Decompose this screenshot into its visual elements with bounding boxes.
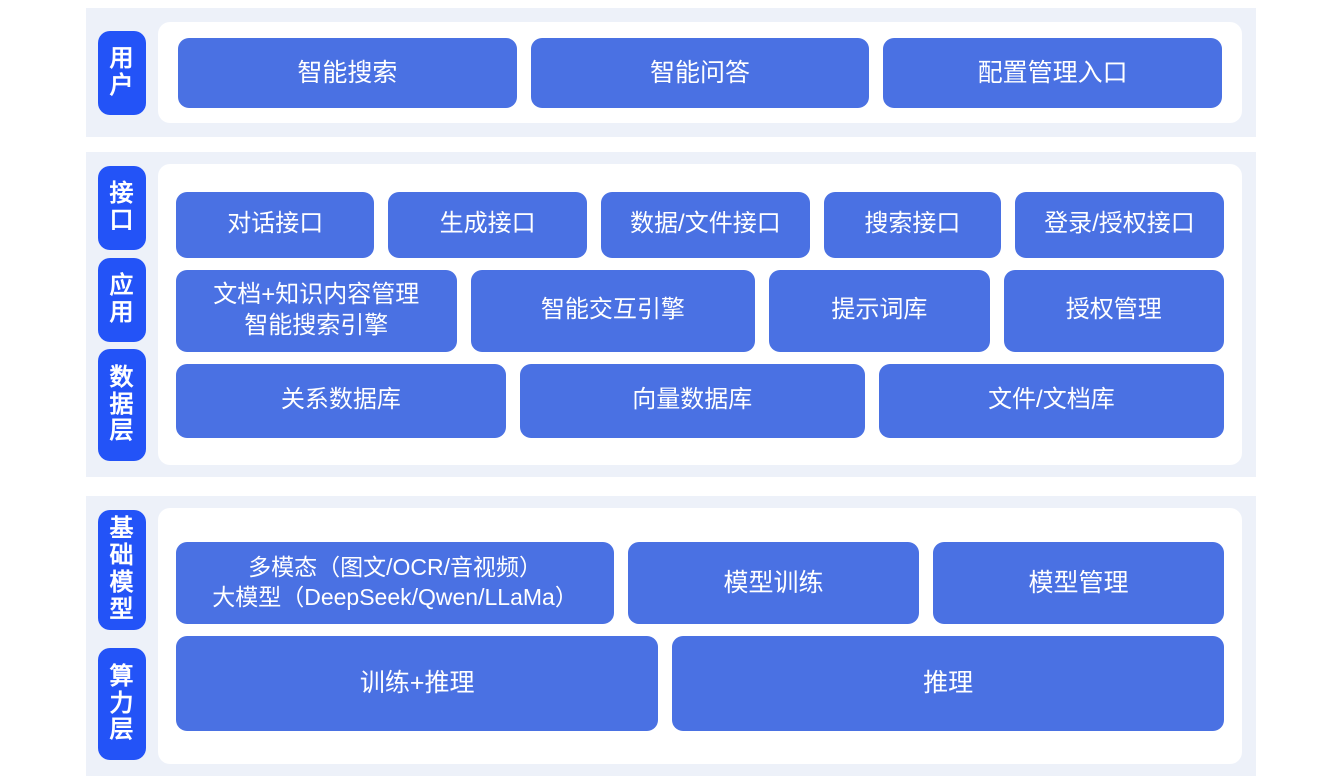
node-vector-database[interactable]: 向量数据库 (519, 363, 865, 438)
rail-char: 算 (109, 662, 135, 690)
rail-char: 模 (109, 569, 135, 596)
node-login-auth-api[interactable]: 登录/授权接口 (1014, 191, 1225, 258)
rail-char: 口 (109, 207, 135, 234)
node-relational-database[interactable]: 关系数据库 (176, 363, 506, 438)
rail-char: 户 (109, 71, 135, 99)
interface-row: 对话接口 生成接口 数据/文件接口 搜索接口 登录/授权接口 (176, 191, 1225, 258)
rail-char: 型 (109, 595, 135, 623)
node-multimodal-large-model[interactable]: 多模态（图文/OCR/音视频） 大模型（DeepSeek/Qwen/LLaMa） (176, 541, 615, 624)
node-model-management[interactable]: 模型管理 (933, 541, 1224, 624)
section-user-layer: 用 户 智能搜索 智能问答 配置管理入口 (86, 8, 1256, 137)
section-platform-layers: 接 口 应 用 数 据 层 对话接口 生成接口 数据/文件接口 搜索接口 登录/… (86, 152, 1256, 477)
compute-row: 训练+推理 推理 (176, 635, 1224, 731)
node-model-training[interactable]: 模型训练 (628, 541, 920, 624)
rail-tab-interface-layer[interactable]: 接 口 (98, 166, 146, 250)
rail-tab-application-layer[interactable]: 应 用 (98, 257, 146, 342)
foundation-model-row: 多模态（图文/OCR/音视频） 大模型（DeepSeek/Qwen/LLaMa）… (176, 541, 1224, 624)
rail-platform: 接 口 应 用 数 据 层 (86, 152, 158, 477)
rail-char: 用 (109, 44, 135, 72)
rail-char: 应 (109, 271, 135, 299)
rail-foundation: 基 础 模 型 算 力 层 (86, 496, 158, 776)
data-row: 关系数据库 向量数据库 文件/文档库 (176, 363, 1224, 438)
node-file-document-store[interactable]: 文件/文档库 (878, 363, 1224, 438)
node-config-management-entry[interactable]: 配置管理入口 (883, 37, 1223, 108)
node-data-file-api[interactable]: 数据/文件接口 (600, 191, 810, 258)
node-dialog-api[interactable]: 对话接口 (176, 191, 375, 258)
application-row: 文档+知识内容管理 智能搜索引擎 智能交互引擎 提示词库 授权管理 (176, 269, 1225, 352)
card-foundation-layers: 多模态（图文/OCR/音视频） 大模型（DeepSeek/Qwen/LLaMa）… (158, 508, 1242, 764)
node-authorization-management[interactable]: 授权管理 (1003, 269, 1225, 352)
card-platform-layers: 对话接口 生成接口 数据/文件接口 搜索接口 登录/授权接口 文档+知识内容管理… (158, 164, 1242, 465)
node-doc-knowledge-content-management[interactable]: 文档+知识内容管理 智能搜索引擎 (176, 269, 457, 352)
rail-char: 接 (109, 180, 135, 208)
rail-char: 层 (109, 716, 135, 744)
rail-tab-data-layer[interactable]: 数 据 层 (98, 349, 146, 461)
node-intelligent-search[interactable]: 智能搜索 (178, 37, 517, 108)
rail-tab-user-layer[interactable]: 用 户 (98, 30, 146, 115)
rail-tab-foundation-model-layer[interactable]: 基 础 模 型 (98, 510, 146, 630)
node-training-plus-inference[interactable]: 训练+推理 (176, 635, 659, 731)
rail-char: 据 (109, 390, 135, 418)
node-prompt-library[interactable]: 提示词库 (769, 269, 990, 352)
node-inference[interactable]: 推理 (672, 635, 1224, 731)
card-user-layer: 智能搜索 智能问答 配置管理入口 (158, 22, 1242, 123)
rail-char: 基 (109, 515, 135, 543)
node-intelligent-qa[interactable]: 智能问答 (530, 37, 870, 108)
section-foundation-layers: 基 础 模 型 算 力 层 多模态（图文/OCR/音视频） 大模型（DeepSe… (86, 496, 1256, 776)
rail-char: 层 (109, 417, 135, 445)
user-entry-row: 智能搜索 智能问答 配置管理入口 (178, 37, 1223, 108)
node-generation-api[interactable]: 生成接口 (388, 191, 587, 258)
node-search-api[interactable]: 搜索接口 (823, 191, 1001, 258)
rail-char: 用 (109, 298, 135, 326)
rail-tab-compute-layer[interactable]: 算 力 层 (98, 648, 146, 760)
rail-user: 用 户 (86, 8, 158, 137)
rail-char: 力 (109, 689, 135, 717)
rail-char: 数 (109, 363, 135, 391)
rail-char: 础 (109, 542, 135, 570)
node-intelligent-interaction-engine[interactable]: 智能交互引擎 (470, 269, 756, 352)
